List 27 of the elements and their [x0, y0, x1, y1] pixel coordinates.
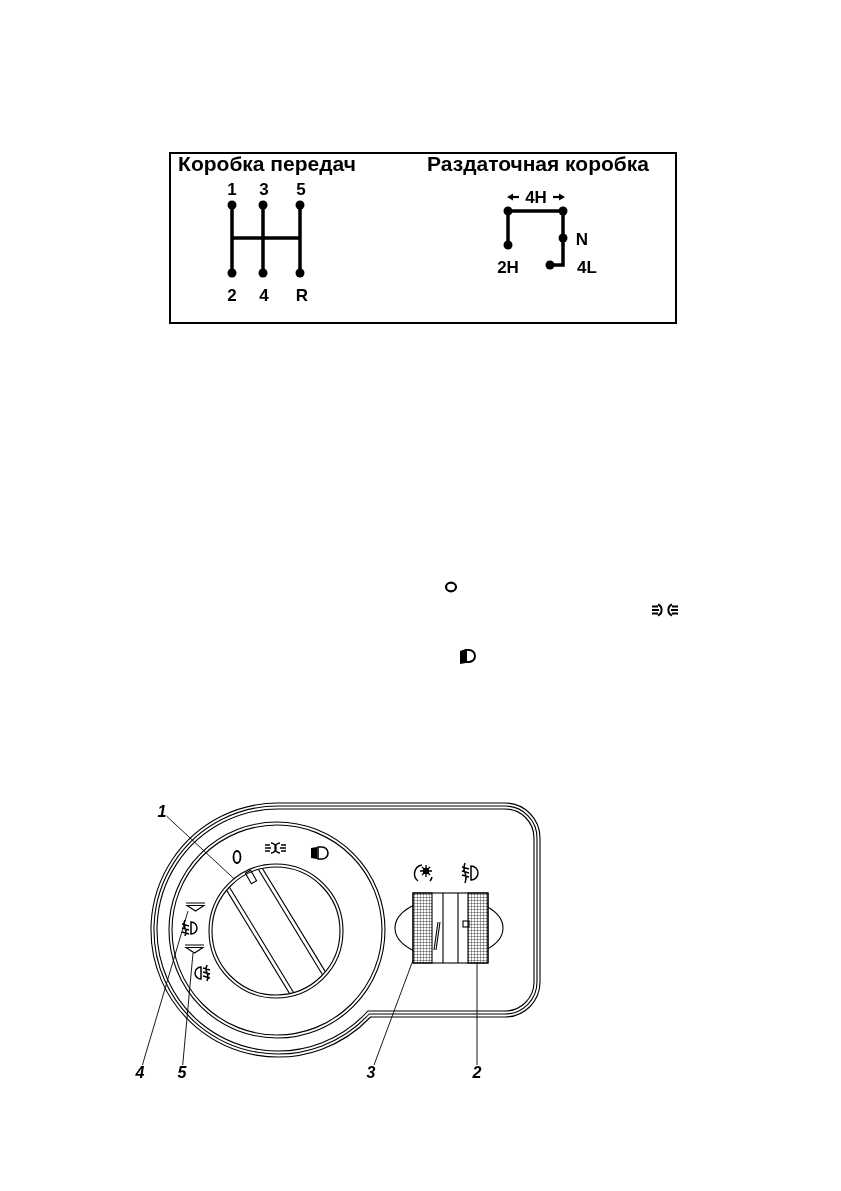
gear-number: 5	[296, 180, 306, 198]
callout-number: 2	[472, 1065, 482, 1081]
mode-label: 4L	[577, 258, 597, 276]
leader-line	[373, 959, 414, 1066]
knurled-ring	[467, 892, 489, 964]
leader-line	[476, 962, 478, 1066]
gear-number: 4	[259, 286, 269, 304]
rotary-knob	[208, 863, 344, 999]
gear-number: 2	[227, 286, 237, 304]
mode-label: 4H	[525, 188, 547, 206]
callout-number: 4	[135, 1065, 145, 1081]
leader-line	[141, 910, 189, 1066]
leader-line	[182, 952, 194, 1066]
knurled-ring	[412, 892, 433, 964]
indicator-mark	[185, 902, 206, 912]
gear-number: 3	[259, 180, 269, 198]
callout-number: 1	[157, 804, 167, 820]
callout-number: 3	[366, 1065, 376, 1081]
leader-line	[166, 815, 235, 880]
callout-number: 5	[177, 1065, 187, 1081]
mode-label: 2H	[497, 258, 519, 276]
gear-number: 1	[227, 180, 237, 198]
indicator-mark	[184, 944, 205, 954]
mode-label: N	[575, 230, 589, 248]
panel-heading: Коробка передач	[178, 152, 356, 174]
panel-heading: Раздаточная коробка	[427, 152, 649, 174]
gear-label: R	[295, 286, 309, 304]
